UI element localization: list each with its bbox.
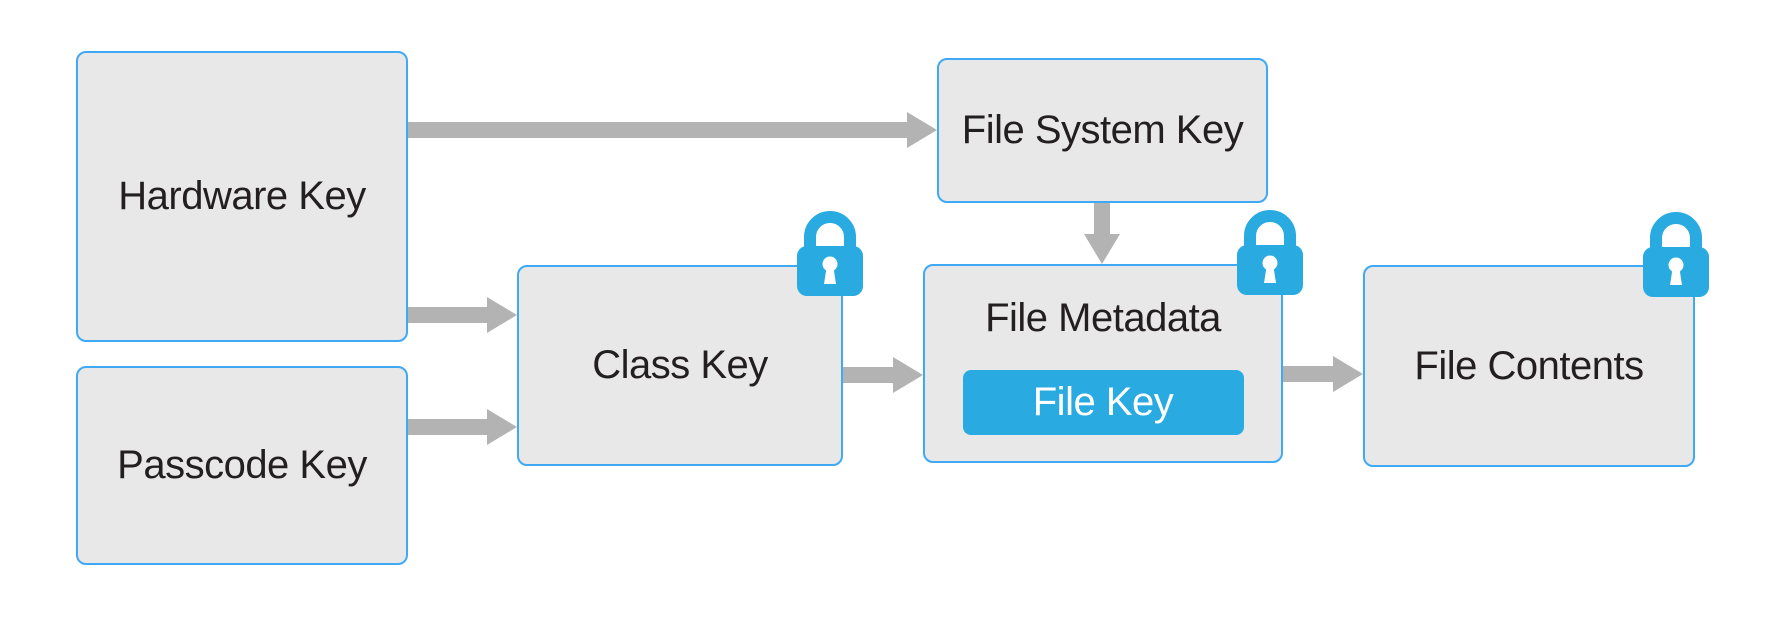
node-file-system-key: File System Key — [937, 58, 1268, 203]
arrow-hardware-key-to-class-key — [408, 307, 487, 323]
node-hardware-key: Hardware Key — [76, 51, 408, 342]
arrowhead-icon — [487, 409, 517, 445]
node-file-metadata-label-row: File Metadata — [985, 266, 1221, 370]
arrowhead-icon — [893, 357, 923, 393]
arrow-passcode-key-to-class-key — [408, 419, 487, 435]
node-file-system-key-label: File System Key — [961, 108, 1244, 152]
arrow-hardware-key-to-file-system-key — [408, 122, 907, 138]
node-class-key-label: Class Key — [592, 343, 768, 387]
arrow-class-key-to-file-metadata — [843, 367, 893, 383]
node-hardware-key-label: Hardware Key — [118, 174, 366, 218]
arrowhead-icon — [907, 112, 937, 148]
lock-icon — [1643, 212, 1709, 297]
arrow-file-metadata-to-file-contents — [1283, 366, 1333, 382]
node-file-metadata-label: File Metadata — [985, 295, 1221, 340]
node-file-contents-label: File Contents — [1414, 343, 1644, 388]
node-passcode-key-label: Passcode Key — [117, 443, 367, 487]
arrowhead-icon — [1333, 356, 1363, 392]
file-key-chip: File Key — [962, 370, 1244, 435]
arrow-file-system-key-to-file-metadata — [1094, 203, 1110, 234]
node-file-metadata: File Metadata File Key — [923, 264, 1283, 463]
arrowhead-icon — [487, 297, 517, 333]
file-key-label: File Key — [1032, 380, 1174, 424]
node-passcode-key: Passcode Key — [76, 366, 408, 565]
node-file-contents: File Contents — [1363, 265, 1695, 467]
lock-icon — [1237, 210, 1303, 295]
arrowhead-icon — [1084, 234, 1120, 264]
node-class-key: Class Key — [517, 265, 843, 466]
lock-icon — [797, 211, 863, 296]
